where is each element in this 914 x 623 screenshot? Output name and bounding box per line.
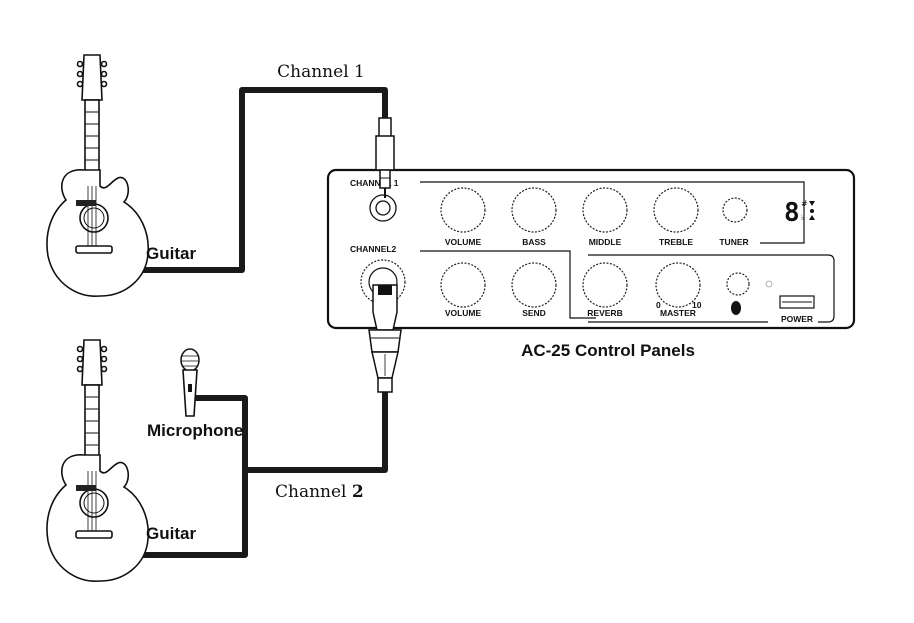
- volume1-knob[interactable]: [440, 187, 486, 233]
- middle-knob[interactable]: [582, 187, 628, 233]
- channel1-plug: [375, 117, 395, 198]
- channel2-label-number: 2: [352, 482, 364, 502]
- channel1-label: Channel 1: [277, 62, 365, 82]
- tuner-display-digit: 8: [784, 198, 800, 228]
- master-scale-min: 0: [656, 300, 661, 310]
- tuner-center-dot-icon: [810, 209, 814, 213]
- tuner-label: TUNER: [719, 237, 748, 247]
- tuner-display: 8 # ♭: [784, 198, 815, 228]
- footswitch-jack[interactable]: [726, 272, 750, 296]
- master-label: MASTER: [660, 308, 696, 318]
- reverb-label: REVERB: [587, 308, 622, 318]
- tuner-sharp-icon: #: [801, 199, 808, 208]
- volume2-knob[interactable]: [440, 262, 486, 308]
- channel2-label: Channel 2: [275, 482, 364, 502]
- send-label: SEND: [522, 308, 546, 318]
- power-label: POWER: [781, 314, 813, 324]
- power-led-icon: [731, 301, 741, 315]
- channel2-xlr-plug: [368, 284, 402, 393]
- power-switch[interactable]: [779, 295, 815, 309]
- channel1-input-jack[interactable]: [369, 194, 397, 222]
- tuner-flat-icon: ♭: [801, 213, 805, 222]
- tuner-button[interactable]: [722, 197, 748, 223]
- middle-label: MIDDLE: [589, 237, 622, 247]
- guitar-top-icon: [46, 54, 149, 297]
- guitar-bottom-label: Guitar: [146, 524, 196, 543]
- guitar2-cable: [137, 387, 388, 558]
- bass-label: BASS: [522, 237, 546, 247]
- treble-label: TREBLE: [659, 237, 693, 247]
- master-scale-max: 10: [692, 300, 702, 310]
- channel2-header: CHANNEL2: [350, 244, 397, 254]
- guitar-top-label: Guitar: [146, 244, 196, 263]
- channel1-cable: [137, 87, 388, 273]
- guitar-bottom-icon: [46, 339, 149, 582]
- channel2-label-word: Channel: [275, 482, 352, 502]
- indicator-dot: [765, 280, 773, 288]
- panel-caption: AC-25 Control Panels: [521, 341, 695, 360]
- channel1-header: CHANNEL 1: [350, 178, 399, 188]
- microphone-cable: [187, 395, 248, 473]
- bass-knob[interactable]: [511, 187, 557, 233]
- treble-knob[interactable]: [653, 187, 699, 233]
- microphone-label: Microphone: [147, 421, 243, 440]
- reverb-knob[interactable]: [582, 262, 628, 308]
- send-knob[interactable]: [511, 262, 557, 308]
- tuner-up-arrow-icon: [809, 215, 815, 220]
- control-panel: CHANNEL 1 CHANNEL2 VOLUME BASS MIDDLE TR…: [326, 168, 856, 330]
- volume2-label: VOLUME: [445, 308, 482, 318]
- volume1-label: VOLUME: [445, 237, 482, 247]
- tuner-down-arrow-icon: [809, 201, 815, 206]
- master-knob[interactable]: [655, 262, 701, 308]
- microphone-icon: [180, 348, 200, 417]
